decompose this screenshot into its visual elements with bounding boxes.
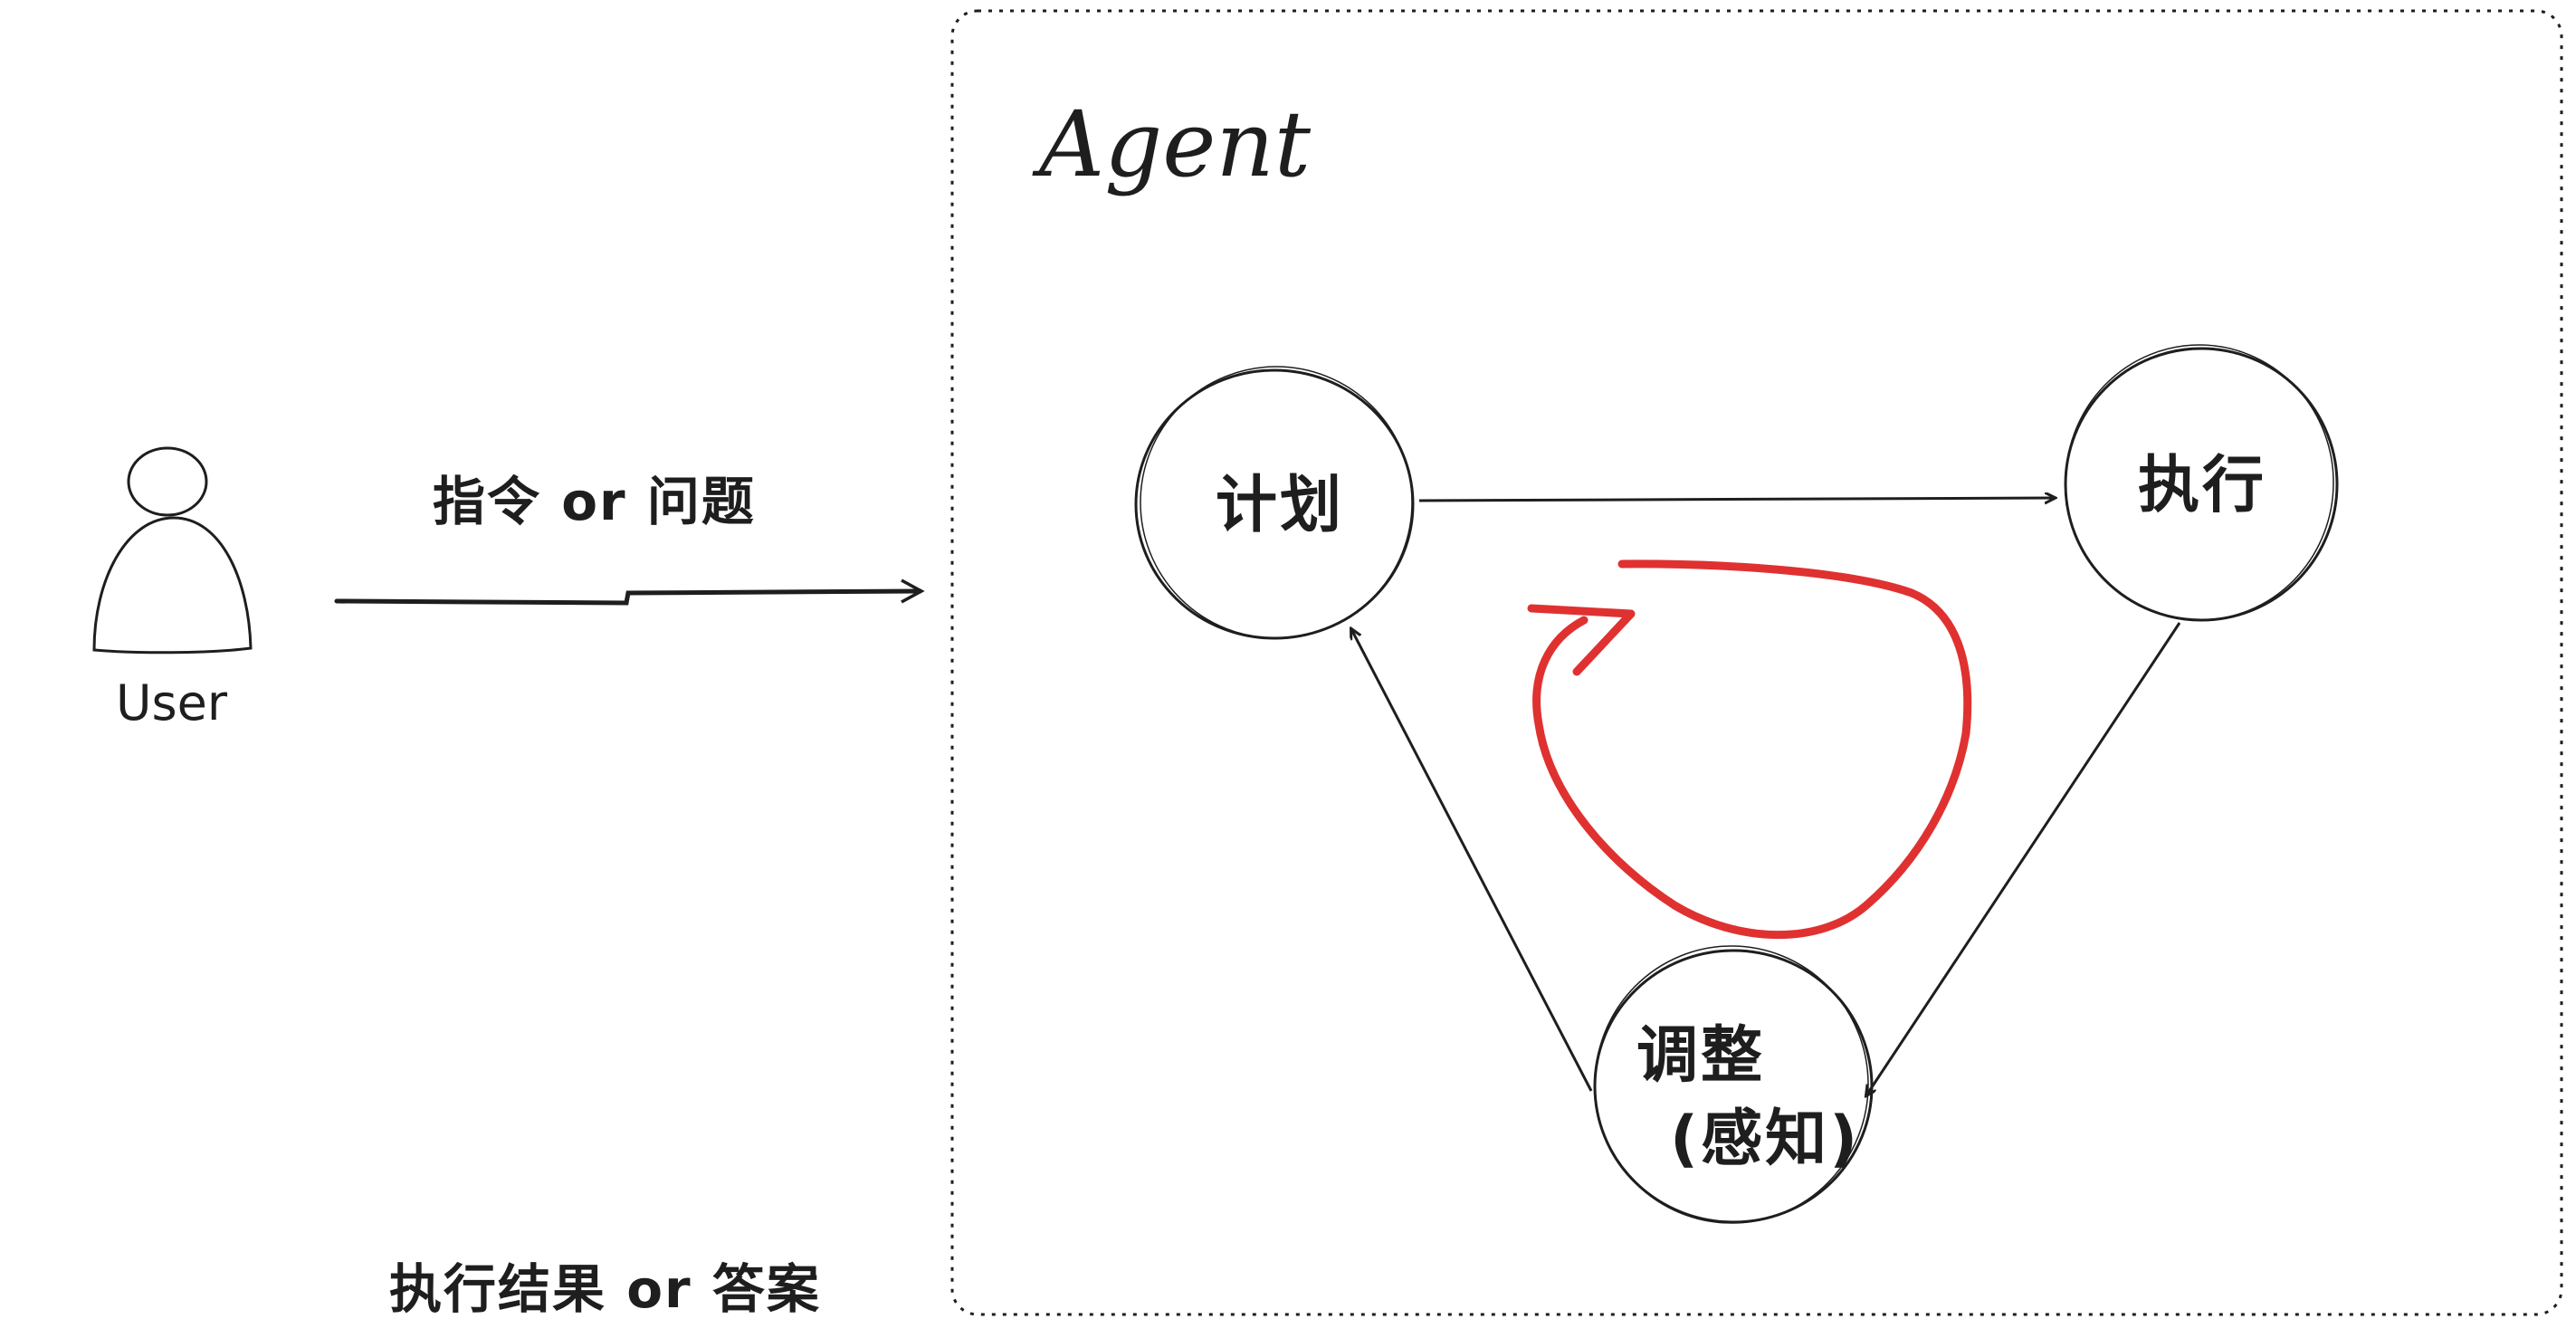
node-adjust-label: 调整 <box>1636 1020 1766 1092</box>
node-execute-label: 执行 <box>2138 450 2267 521</box>
adjust-to-plan-arrow <box>1351 629 1593 1092</box>
result-label: 执行结果 or 答案 <box>389 1258 821 1320</box>
node-plan-label: 计划 <box>1216 470 1345 541</box>
plan-to-execute-arrow <box>1418 498 2055 501</box>
user-body <box>92 516 253 655</box>
instruction-arrowhead <box>901 578 925 604</box>
user-icon <box>92 446 253 655</box>
node-execute-circle <box>2064 344 2339 622</box>
instruction-label: 指令 or 问题 <box>433 471 756 532</box>
user-label: User <box>116 674 228 731</box>
node-adjust-sublabel: (感知) <box>1670 1104 1861 1175</box>
agent-title: Agent <box>1039 91 1311 197</box>
node-plan-circle <box>1134 366 1415 640</box>
feedback-loop-icon <box>1532 559 1972 940</box>
user-head <box>127 446 208 517</box>
feedback-loop-arrowhead <box>1527 604 1636 676</box>
instruction-arrow <box>334 588 922 606</box>
execute-to-adjust-arrow <box>1866 622 2181 1095</box>
